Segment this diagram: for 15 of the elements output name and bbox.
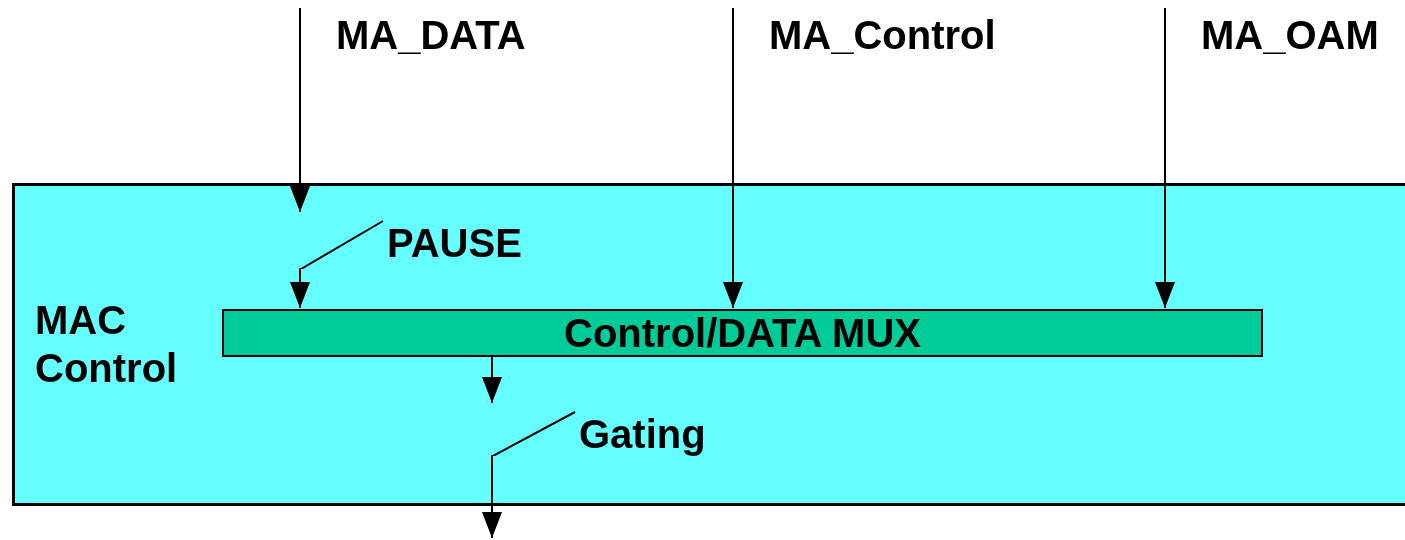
- arrow: [290, 7, 310, 213]
- arrow: [1155, 7, 1175, 309]
- arrow: [723, 7, 743, 309]
- signal-label: MA_DATA: [336, 12, 526, 59]
- block-label: MAC Control: [35, 298, 178, 390]
- arrow: [482, 454, 502, 539]
- arrow: [290, 267, 310, 309]
- switch-label: Gating: [579, 412, 706, 456]
- arrow: [482, 355, 502, 404]
- signal-label: MA_Control: [769, 12, 996, 59]
- signal-label: MA_OAM: [1201, 12, 1379, 59]
- mux-bar: [222, 309, 1263, 357]
- mac-control-block: [12, 183, 1405, 506]
- switch-label: PAUSE: [387, 221, 522, 265]
- mux-label: Control/DATA MUX: [564, 310, 921, 357]
